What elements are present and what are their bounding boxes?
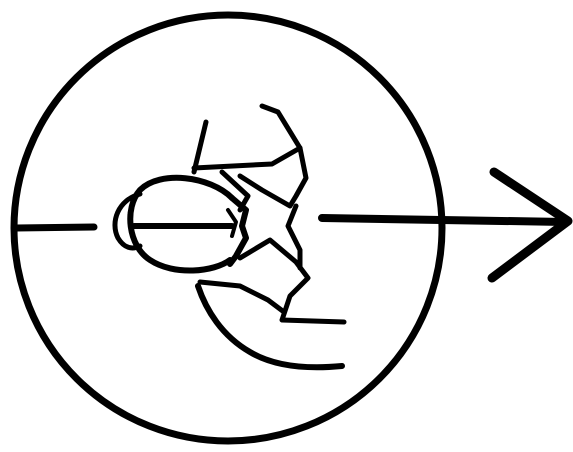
upper-finger-stroke <box>194 122 206 172</box>
horizontal-line-left <box>16 227 94 228</box>
hand-lower-outline <box>240 240 344 322</box>
hand-lower-finger <box>200 282 284 312</box>
palm-curve <box>198 286 342 367</box>
horizontal-line-right <box>322 218 565 222</box>
hand-upper-outline <box>194 106 300 168</box>
